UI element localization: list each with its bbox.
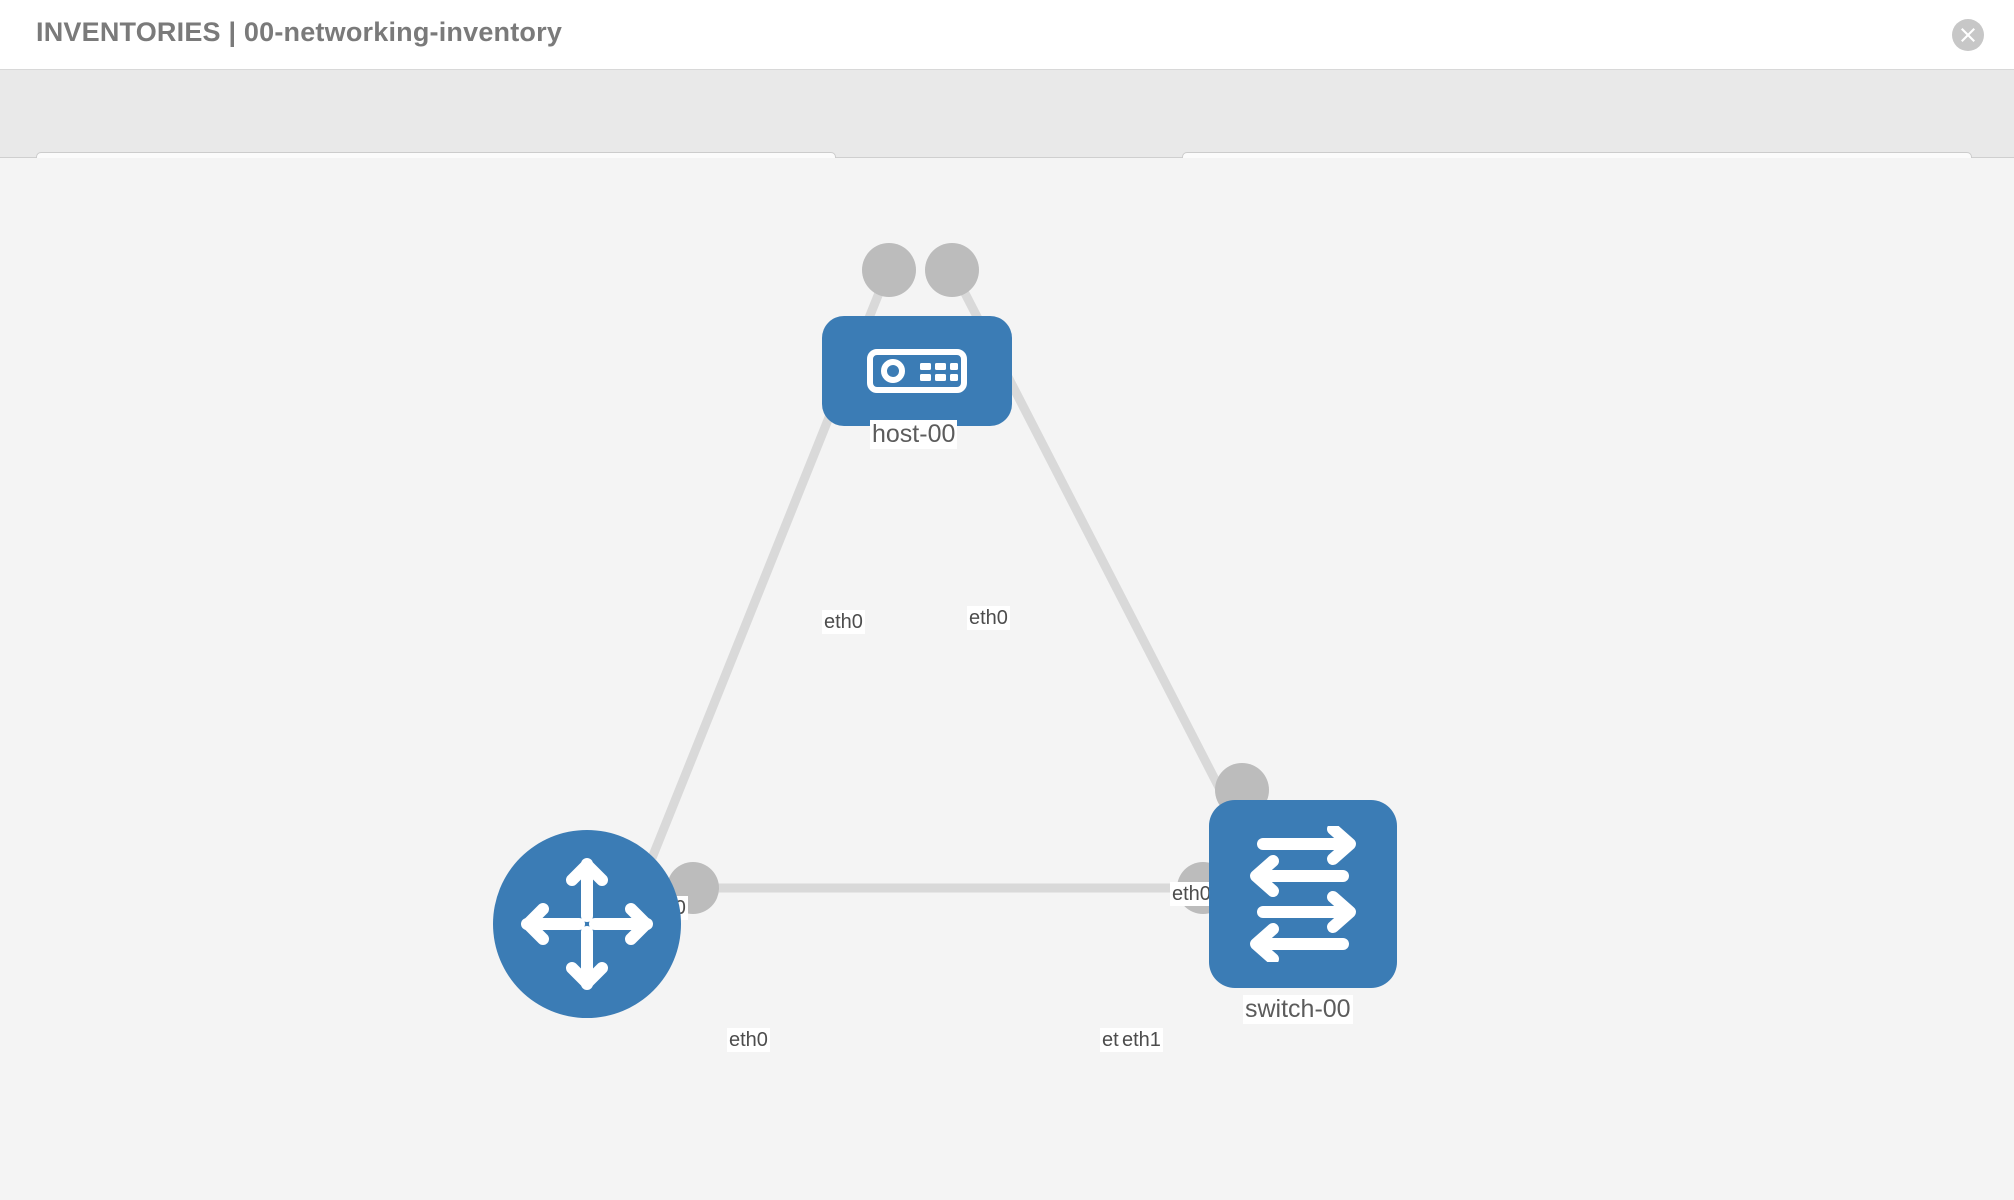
iface-label-router-right: eth0 — [727, 1028, 770, 1052]
port-host-right — [925, 243, 979, 297]
switch-node-shape — [1209, 800, 1397, 988]
router-arrows-icon — [521, 858, 653, 990]
iface-label-host-right: eth0 — [967, 606, 1010, 630]
page-header: INVENTORIES | 00-networking-inventory — [0, 0, 2014, 70]
iface-label-switch-left-eth1: eth1 — [1120, 1028, 1163, 1052]
iface-label-host-left: eth0 — [822, 610, 865, 634]
port-host-left — [862, 243, 916, 297]
iface-label-switch-up: eth0 — [1170, 882, 1213, 906]
topology-graph — [647, 243, 1269, 914]
host-node-label: host-00 — [870, 420, 958, 449]
topology-node-router-00[interactable]: router-00 — [493, 830, 681, 1018]
host-node-shape — [822, 316, 1012, 426]
switch-node-label: switch-00 — [1243, 995, 1353, 1024]
page-title: INVENTORIES | 00-networking-inventory — [36, 17, 563, 47]
topology-node-switch-00[interactable]: switch-00 — [1209, 800, 1397, 1024]
close-icon[interactable] — [1952, 19, 1984, 51]
toolbar: ACTIONS SEARCH — [0, 70, 2014, 204]
server-icon — [867, 349, 967, 393]
topology-canvas[interactable]: eth0 eth0 eth0 eth0 eth0 eth0 eth1 h — [0, 158, 2014, 1200]
switch-arrows-icon — [1250, 826, 1356, 962]
topology-node-host-00[interactable]: host-00 — [822, 316, 1012, 449]
